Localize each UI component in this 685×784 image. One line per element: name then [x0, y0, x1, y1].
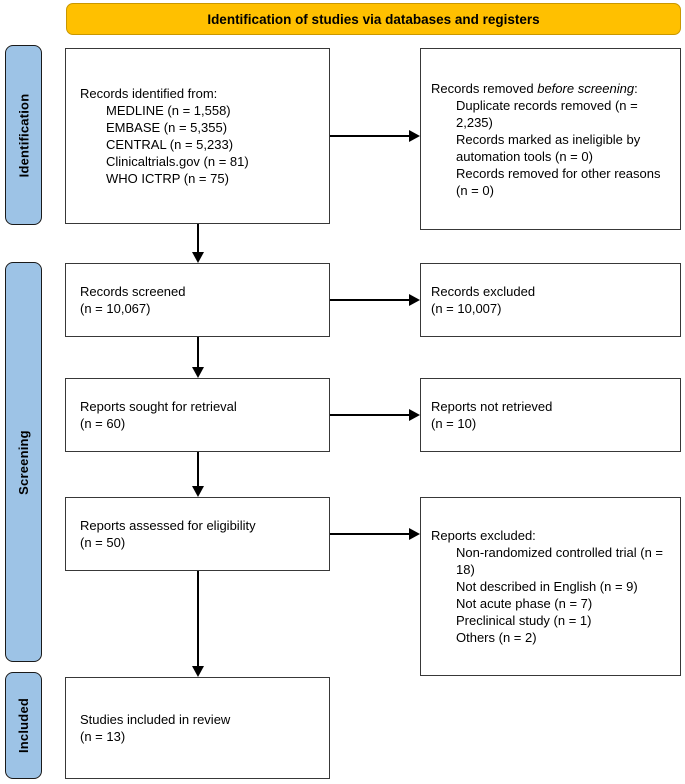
reports-not-retrieved-label: Reports not retrieved	[431, 399, 553, 414]
arrow-sought-to-assessed-head	[192, 486, 204, 497]
stage-label-included: Included	[5, 672, 42, 779]
reports-assessed-count: (n = 50)	[80, 535, 126, 550]
stage-label-screening-text: Screening	[16, 429, 31, 495]
arrow-identified-to-screened-head	[192, 252, 204, 263]
source-clinicaltrials: Clinicaltrials.gov (n = 81)	[106, 154, 249, 169]
reports-assessed-label: Reports assessed for eligibility	[80, 518, 256, 533]
excluded-not-english: Not described in English (n = 9)	[456, 579, 638, 594]
stage-label-screening: Screening	[5, 262, 42, 662]
box-reports-excluded: Reports excluded: Non-randomized control…	[420, 497, 681, 676]
records-removed-title: Records removed before screening:	[431, 80, 638, 96]
box-reports-assessed: Reports assessed for eligibility (n = 50…	[65, 497, 330, 571]
arrow-assessed-to-included-head	[192, 666, 204, 677]
box-reports-sought: Reports sought for retrieval (n = 60)	[65, 378, 330, 452]
removed-other-reasons: Records removed for other reasons (n = 0…	[456, 165, 661, 198]
arrow-sought-to-not-retrieved-line	[330, 414, 409, 416]
source-who-ictrp: WHO ICTRP (n = 75)	[106, 171, 229, 186]
arrow-assessed-to-included-line	[197, 571, 199, 666]
box-records-removed: Records removed before screening: Duplic…	[420, 48, 681, 230]
removed-automation: Records marked as ineligible by automati…	[456, 131, 641, 164]
box-reports-not-retrieved: Reports not retrieved (n = 10)	[420, 378, 681, 452]
arrow-screened-to-excluded-line	[330, 299, 409, 301]
box-records-screened: Records screened (n = 10,067)	[65, 263, 330, 337]
stage-label-included-text: Included	[16, 697, 31, 754]
records-screened-count: (n = 10,067)	[80, 301, 151, 316]
arrow-identified-to-removed-head	[409, 130, 420, 142]
records-identified-title: Records identified from:	[80, 86, 218, 101]
reports-not-retrieved-count: (n = 10)	[431, 416, 477, 431]
stage-label-identification-text: Identification	[16, 93, 32, 177]
banner-label: Identification of studies via databases …	[207, 11, 540, 27]
reports-sought-count: (n = 60)	[80, 416, 126, 431]
source-medline: MEDLINE (n = 1,558)	[106, 103, 231, 118]
excluded-non-randomized: Non-randomized controlled trial (n = 18)	[456, 545, 664, 577]
arrow-sought-to-assessed-line	[197, 452, 199, 486]
records-screened-label: Records screened	[80, 284, 186, 299]
box-records-excluded: Records excluded (n = 10,007)	[420, 263, 681, 337]
removed-duplicates: Duplicate records removed (n = 2,235)	[456, 97, 638, 130]
source-central: CENTRAL (n = 5,233)	[106, 137, 234, 152]
arrow-identified-to-screened-line	[197, 224, 199, 252]
box-records-identified: Records identified from: MEDLINE (n = 1,…	[65, 48, 330, 224]
excluded-others: Others (n = 2)	[456, 630, 537, 645]
source-embase: EMBASE (n = 5,355)	[106, 120, 228, 135]
studies-included-label: Studies included in review	[80, 712, 231, 727]
arrow-assessed-to-reports-excluded-line	[330, 533, 409, 535]
arrow-sought-to-not-retrieved-head	[409, 409, 420, 421]
banner-identification-via-databases: Identification of studies via databases …	[66, 3, 681, 35]
box-studies-included: Studies included in review (n = 13)	[65, 677, 330, 779]
reports-excluded-title: Reports excluded:	[431, 528, 536, 543]
arrow-assessed-to-reports-excluded-head	[409, 528, 420, 540]
studies-included-count: (n = 13)	[80, 729, 126, 744]
arrow-screened-to-sought-head	[192, 367, 204, 378]
records-excluded-count: (n = 10,007)	[431, 301, 502, 316]
records-excluded-label: Records excluded	[431, 284, 536, 299]
stage-label-identification: Identification	[5, 45, 42, 225]
reports-sought-label: Reports sought for retrieval	[80, 399, 237, 414]
arrow-identified-to-removed-line	[330, 135, 409, 137]
excluded-preclinical: Preclinical study (n = 1)	[456, 613, 592, 628]
excluded-not-acute-phase: Not acute phase (n = 7)	[456, 596, 593, 611]
arrow-screened-to-excluded-head	[409, 294, 420, 306]
arrow-screened-to-sought-line	[197, 337, 199, 367]
